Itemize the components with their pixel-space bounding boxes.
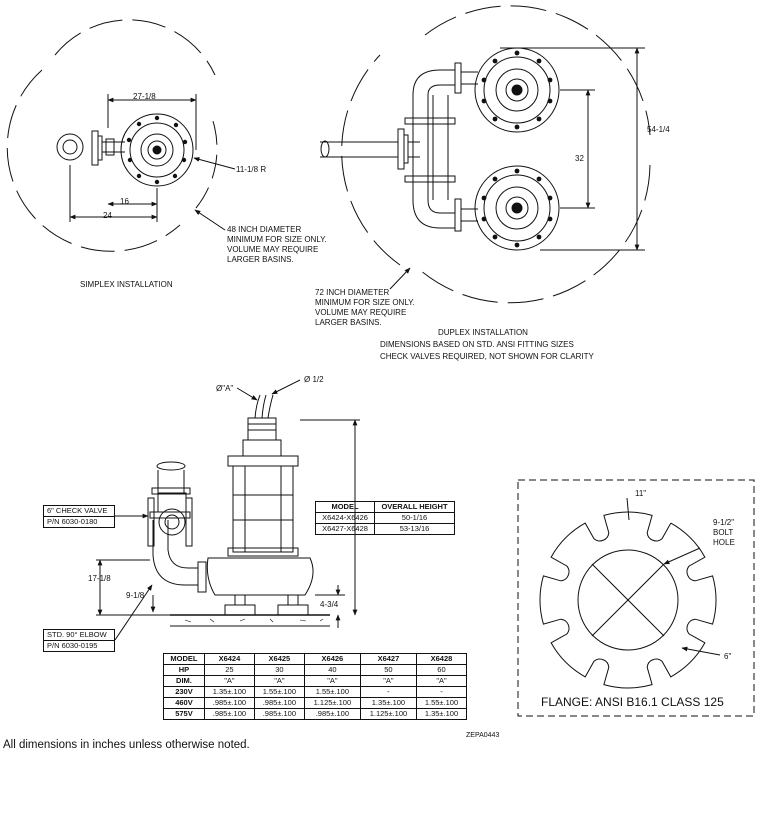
simplex-basin-outline <box>54 19 216 76</box>
table-cell: 53-13/16 <box>374 523 455 535</box>
table-cell: 1.55±.100 <box>253 686 305 698</box>
table-cell: X6427 <box>359 653 417 665</box>
simplex-dim-24: 24 <box>103 211 112 220</box>
duplex-dim-center: 32 <box>575 154 584 163</box>
flange-dim-11: 11" <box>635 489 647 498</box>
table-cell: "A" <box>253 675 305 687</box>
table-cell: 60 <box>415 664 468 676</box>
table-cell: "A" <box>415 675 468 687</box>
flange-title: FLANGE: ANSI B16.1 CLASS 125 <box>541 695 724 709</box>
duplex-basin-outline <box>424 5 651 136</box>
table-cell: 1.35±.100 <box>359 697 417 709</box>
table-cell: MODEL <box>163 653 205 665</box>
pump-elevation <box>96 379 360 641</box>
table-cell: - <box>415 686 468 698</box>
table-cell: "A" <box>359 675 417 687</box>
table-cell: X6425 <box>253 653 305 665</box>
duplex-subtitle-1: DIMENSIONS BASED ON STD. ANSI FITTING SI… <box>380 340 574 349</box>
table-cell: X6428 <box>415 653 468 665</box>
table-cell: HP <box>163 664 205 676</box>
table-cell: DIM. <box>163 675 205 687</box>
table-cell: 40 <box>303 664 361 676</box>
table-cell: 575V <box>163 708 205 720</box>
elevation-dim-a: Ø"A" <box>216 384 234 393</box>
table-cell: X6424-X6426 <box>315 512 375 524</box>
flange-outline <box>539 511 717 689</box>
table-cell: 1.55±.100 <box>415 697 468 709</box>
table-cell: "A" <box>303 675 361 687</box>
drawing-code: ZEPA0443 <box>466 732 500 739</box>
table-cell: 50-1/16 <box>374 512 455 524</box>
duplex-subtitle-2: CHECK VALVES REQUIRED, NOT SHOWN FOR CLA… <box>380 352 594 361</box>
table-cell: .985±.100 <box>253 697 305 709</box>
table-cell: X6427-X6428 <box>315 523 375 535</box>
table-cell: .985±.100 <box>203 708 255 720</box>
table-cell: "A" <box>203 675 255 687</box>
elevation-dim-half: Ø 1/2 <box>304 375 324 384</box>
simplex-plan <box>6 19 236 252</box>
height-header-overall: OVERALL HEIGHT <box>374 501 455 513</box>
table-cell: 30 <box>253 664 305 676</box>
simplex-dim-top: 27-1/8 <box>133 92 156 101</box>
table-cell: .985±.100 <box>203 697 255 709</box>
table-cell: 25 <box>203 664 255 676</box>
duplex-plan <box>320 5 651 304</box>
simplex-dim-radius: 11-1/8 R <box>236 165 267 174</box>
simplex-dim-16: 16 <box>120 197 129 206</box>
table-cell: 1.125±.100 <box>359 708 417 720</box>
table-cell: 1.35±.100 <box>203 686 255 698</box>
dimensions-footnote: All dimensions in inches unless otherwis… <box>3 739 250 751</box>
table-cell: 1.35±.100 <box>415 708 468 720</box>
elevation-dim-17: 17-1/8 <box>88 574 111 583</box>
simplex-title: SIMPLEX INSTALLATION <box>80 280 173 289</box>
table-cell: 50 <box>359 664 417 676</box>
table-row: DIM."A""A""A""A""A" <box>163 675 468 687</box>
duplex-title: DUPLEX INSTALLATION <box>438 328 528 337</box>
table-cell: .985±.100 <box>303 708 361 720</box>
duplex-dim-height: 54-1/4 <box>647 125 670 134</box>
table-cell: - <box>359 686 417 698</box>
table-cell: .985±.100 <box>253 708 305 720</box>
flange-drawing <box>517 479 755 717</box>
flange-dim-6: 6" <box>724 652 732 661</box>
elevation-dim-4: 4-3/4 <box>320 600 339 609</box>
table-cell: 1.55±.100 <box>303 686 361 698</box>
table-cell: 230V <box>163 686 205 698</box>
table-cell: 460V <box>163 697 205 709</box>
table-cell: X6426 <box>303 653 361 665</box>
elevation-dim-9: 9-1/8 <box>126 591 145 600</box>
height-header-model: MODEL <box>315 501 375 513</box>
table-cell: X6424 <box>203 653 255 665</box>
table-cell: 1.125±.100 <box>303 697 361 709</box>
